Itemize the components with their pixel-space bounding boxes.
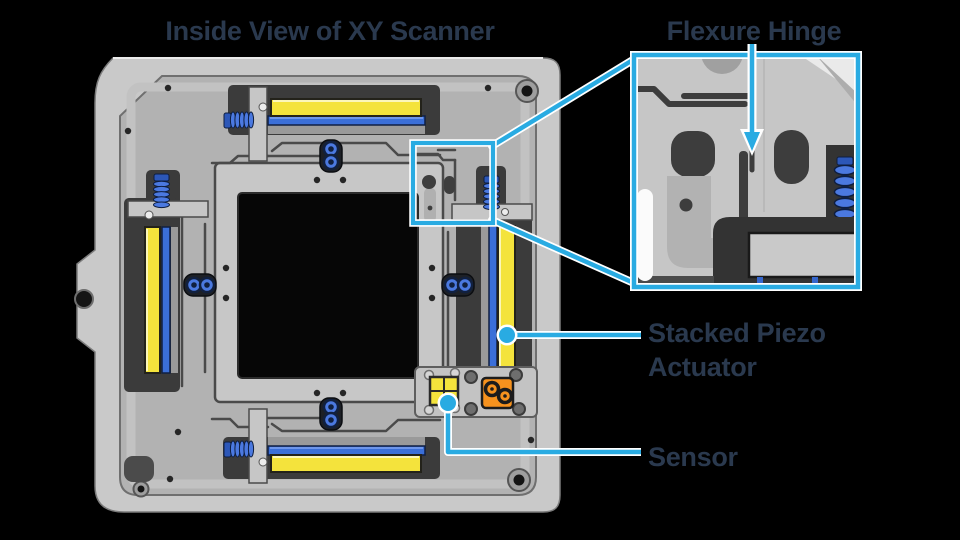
- piezo-stack: [144, 226, 161, 374]
- roller-bearing-bottom: [319, 397, 343, 431]
- actuator-left: [124, 170, 209, 392]
- mount-hole-tab: [74, 289, 94, 309]
- scanner-body: [74, 57, 561, 513]
- sensor-leader: [437, 392, 641, 456]
- roller-bearing-top: [319, 139, 343, 173]
- sensor-assembly: [414, 366, 538, 418]
- connector-orange: [480, 376, 515, 410]
- actuator-bottom: [223, 408, 440, 484]
- actuator-top: [223, 85, 440, 162]
- figure-title: Inside View of XY Scanner: [165, 16, 495, 46]
- label-stacked-piezo-line1: Stacked Piezo: [648, 318, 826, 348]
- piezo-leader: [496, 324, 641, 346]
- flexure-hinge-region: [422, 175, 455, 222]
- flexure-hinge-arrow: [740, 44, 764, 156]
- label-stacked-piezo-line2: Actuator: [648, 352, 757, 382]
- roller-bearing-right: [441, 273, 475, 297]
- flexure-callout-box: [409, 139, 497, 227]
- piezo-stack: [270, 98, 422, 117]
- screw-holes: [124, 79, 539, 498]
- electrode-strip: [488, 225, 498, 373]
- label-flexure-hinge: Flexure Hinge: [666, 16, 842, 46]
- piezo-stack: [270, 454, 422, 473]
- label-stacked-piezo-actuator: Stacked Piezo Actuator: [648, 316, 826, 384]
- preload-spring: [153, 173, 170, 209]
- preload-spring: [223, 111, 255, 129]
- roller-bearing-left: [183, 273, 217, 297]
- stage-aperture: [237, 192, 419, 379]
- callout-connector-lines: [488, 54, 640, 288]
- preload-spring: [223, 440, 255, 458]
- label-sensor: Sensor: [648, 442, 738, 472]
- inset-magnified-view: [630, 51, 862, 291]
- electrode-strip: [161, 226, 171, 374]
